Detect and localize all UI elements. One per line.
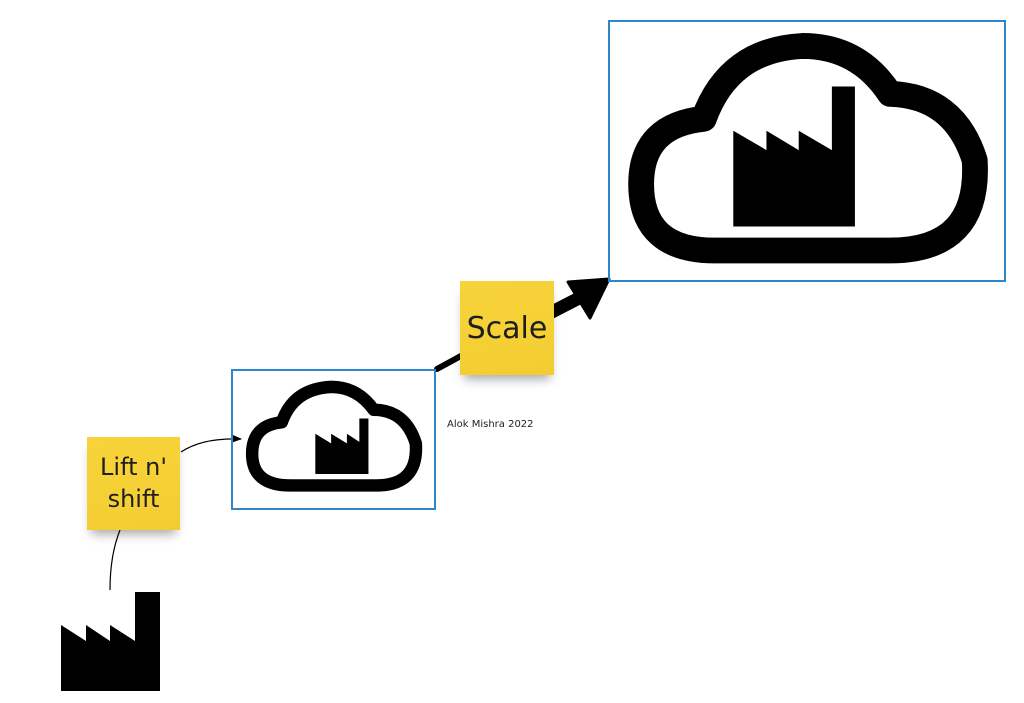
connector-lift-to-cloud (180, 434, 242, 453)
scale-arrow-head (566, 277, 611, 320)
sticky-lift-and-shift-text: Lift n' shift (100, 453, 167, 513)
author-credit: Alok Mishra 2022 (447, 419, 534, 430)
connector-factory-to-lift (109, 529, 121, 591)
cloud-factory-icon (628, 33, 988, 264)
cloud-factory-icon (245, 380, 423, 492)
sticky-lift-and-shift[interactable]: Lift n' shift (87, 437, 180, 530)
large-cloud-frame[interactable] (608, 20, 1006, 282)
small-cloud-frame[interactable] (231, 369, 436, 510)
sticky-scale[interactable]: Scale (460, 281, 554, 375)
sticky-scale-text: Scale (466, 310, 548, 346)
factory-icon (61, 592, 160, 691)
